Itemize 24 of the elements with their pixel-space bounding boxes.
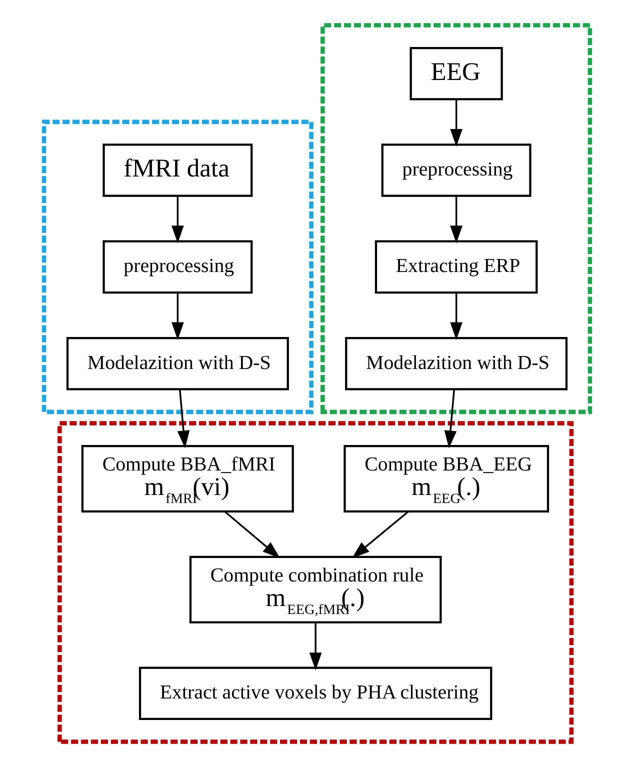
arrow <box>450 196 462 244</box>
arrow <box>172 196 184 244</box>
node-box: EEG <box>410 46 503 100</box>
cluster <box>58 421 574 744</box>
arrow <box>444 389 457 448</box>
arrow <box>352 511 408 558</box>
node-box: preprocessing <box>102 240 253 294</box>
node-box: Extracting ERP <box>374 240 538 294</box>
node-box: Compute BBA_fMRI m$_{fMRI}$(vi) <box>81 444 294 512</box>
node-box: preprocessing <box>381 144 532 197</box>
node-box: Modelazition with D-S <box>345 336 568 390</box>
arrow <box>309 622 322 670</box>
arrow <box>224 511 280 558</box>
cluster <box>42 120 314 414</box>
arrow <box>450 293 462 340</box>
node-box: Compute BBA_EEG m$_{EEG}$(.) <box>344 444 550 512</box>
arrow <box>172 293 184 340</box>
arrow <box>450 100 462 147</box>
arrow <box>177 389 190 448</box>
node-box: Extract active voxels by PHA clustering <box>138 666 492 720</box>
node-box: fMRI data <box>102 144 253 197</box>
node-box: Modelazition with D-S <box>66 336 289 390</box>
node-box: Compute combination rule m$_{EEG,fMRI}$(.) <box>189 556 442 624</box>
cluster <box>320 23 592 414</box>
